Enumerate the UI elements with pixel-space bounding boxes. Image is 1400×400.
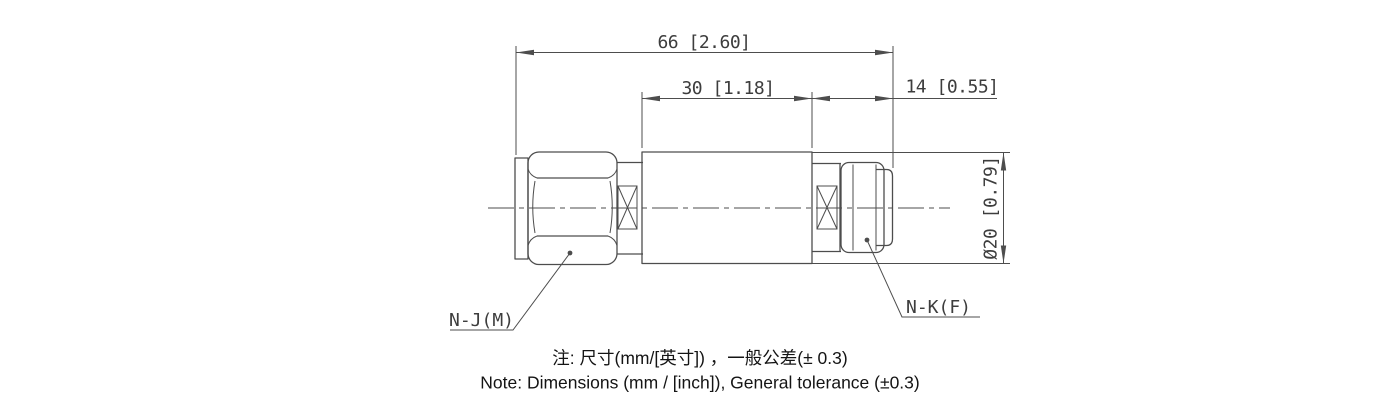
arrowhead-right-icon	[875, 95, 893, 102]
notes-block: 注: 尺寸(mm/[英寸]) ，一般公差(± 0.3) Note: Dimens…	[480, 348, 919, 393]
arrowhead-left-icon	[516, 49, 534, 56]
arrowhead-right-icon	[875, 49, 893, 56]
leader-line	[450, 252, 571, 331]
right-connector-label: N-K(F)	[906, 297, 971, 318]
dimension-body-length: 30 [1.18]	[642, 78, 812, 102]
dimension-text-overall: 66 [2.60]	[657, 32, 750, 53]
arrowhead-left-icon	[642, 95, 660, 102]
dimension-body-diameter: Ø20 [0.79]	[981, 152, 1007, 264]
arrowhead-left-icon	[812, 95, 830, 102]
left-connector-n-male	[514, 151, 643, 266]
arrowhead-down-icon	[1000, 245, 1007, 264]
dimension-text-right-connector: 14 [0.55]	[905, 77, 998, 98]
left-connector-label: N-J(M)	[449, 310, 514, 331]
leader-right-connector: N-K(F)	[864, 237, 980, 318]
leader-line	[866, 239, 980, 318]
note-line-english: Note: Dimensions (mm / [inch]), General …	[480, 373, 919, 393]
dimension-right-connector-length: 14 [0.55]	[812, 77, 999, 102]
note-line-chinese: 注: 尺寸(mm/[英寸]) ，一般公差(± 0.3)	[552, 348, 847, 368]
arrowhead-up-icon	[1000, 152, 1007, 171]
dimension-text-diameter: Ø20 [0.79]	[981, 156, 1002, 259]
right-neck-lines	[812, 162, 841, 253]
hex-nut-chamfer-arcs	[527, 168, 618, 246]
hex-nut-facet-lines	[537, 177, 608, 237]
dimension-overall-length: 66 [2.60]	[516, 32, 893, 56]
dimension-text-body: 30 [1.18]	[681, 78, 774, 99]
arrowhead-right-icon	[794, 95, 812, 102]
leader-left-connector: N-J(M)	[449, 250, 573, 331]
extension-lines	[515, 46, 1010, 264]
left-neck-step-lines	[617, 161, 643, 255]
